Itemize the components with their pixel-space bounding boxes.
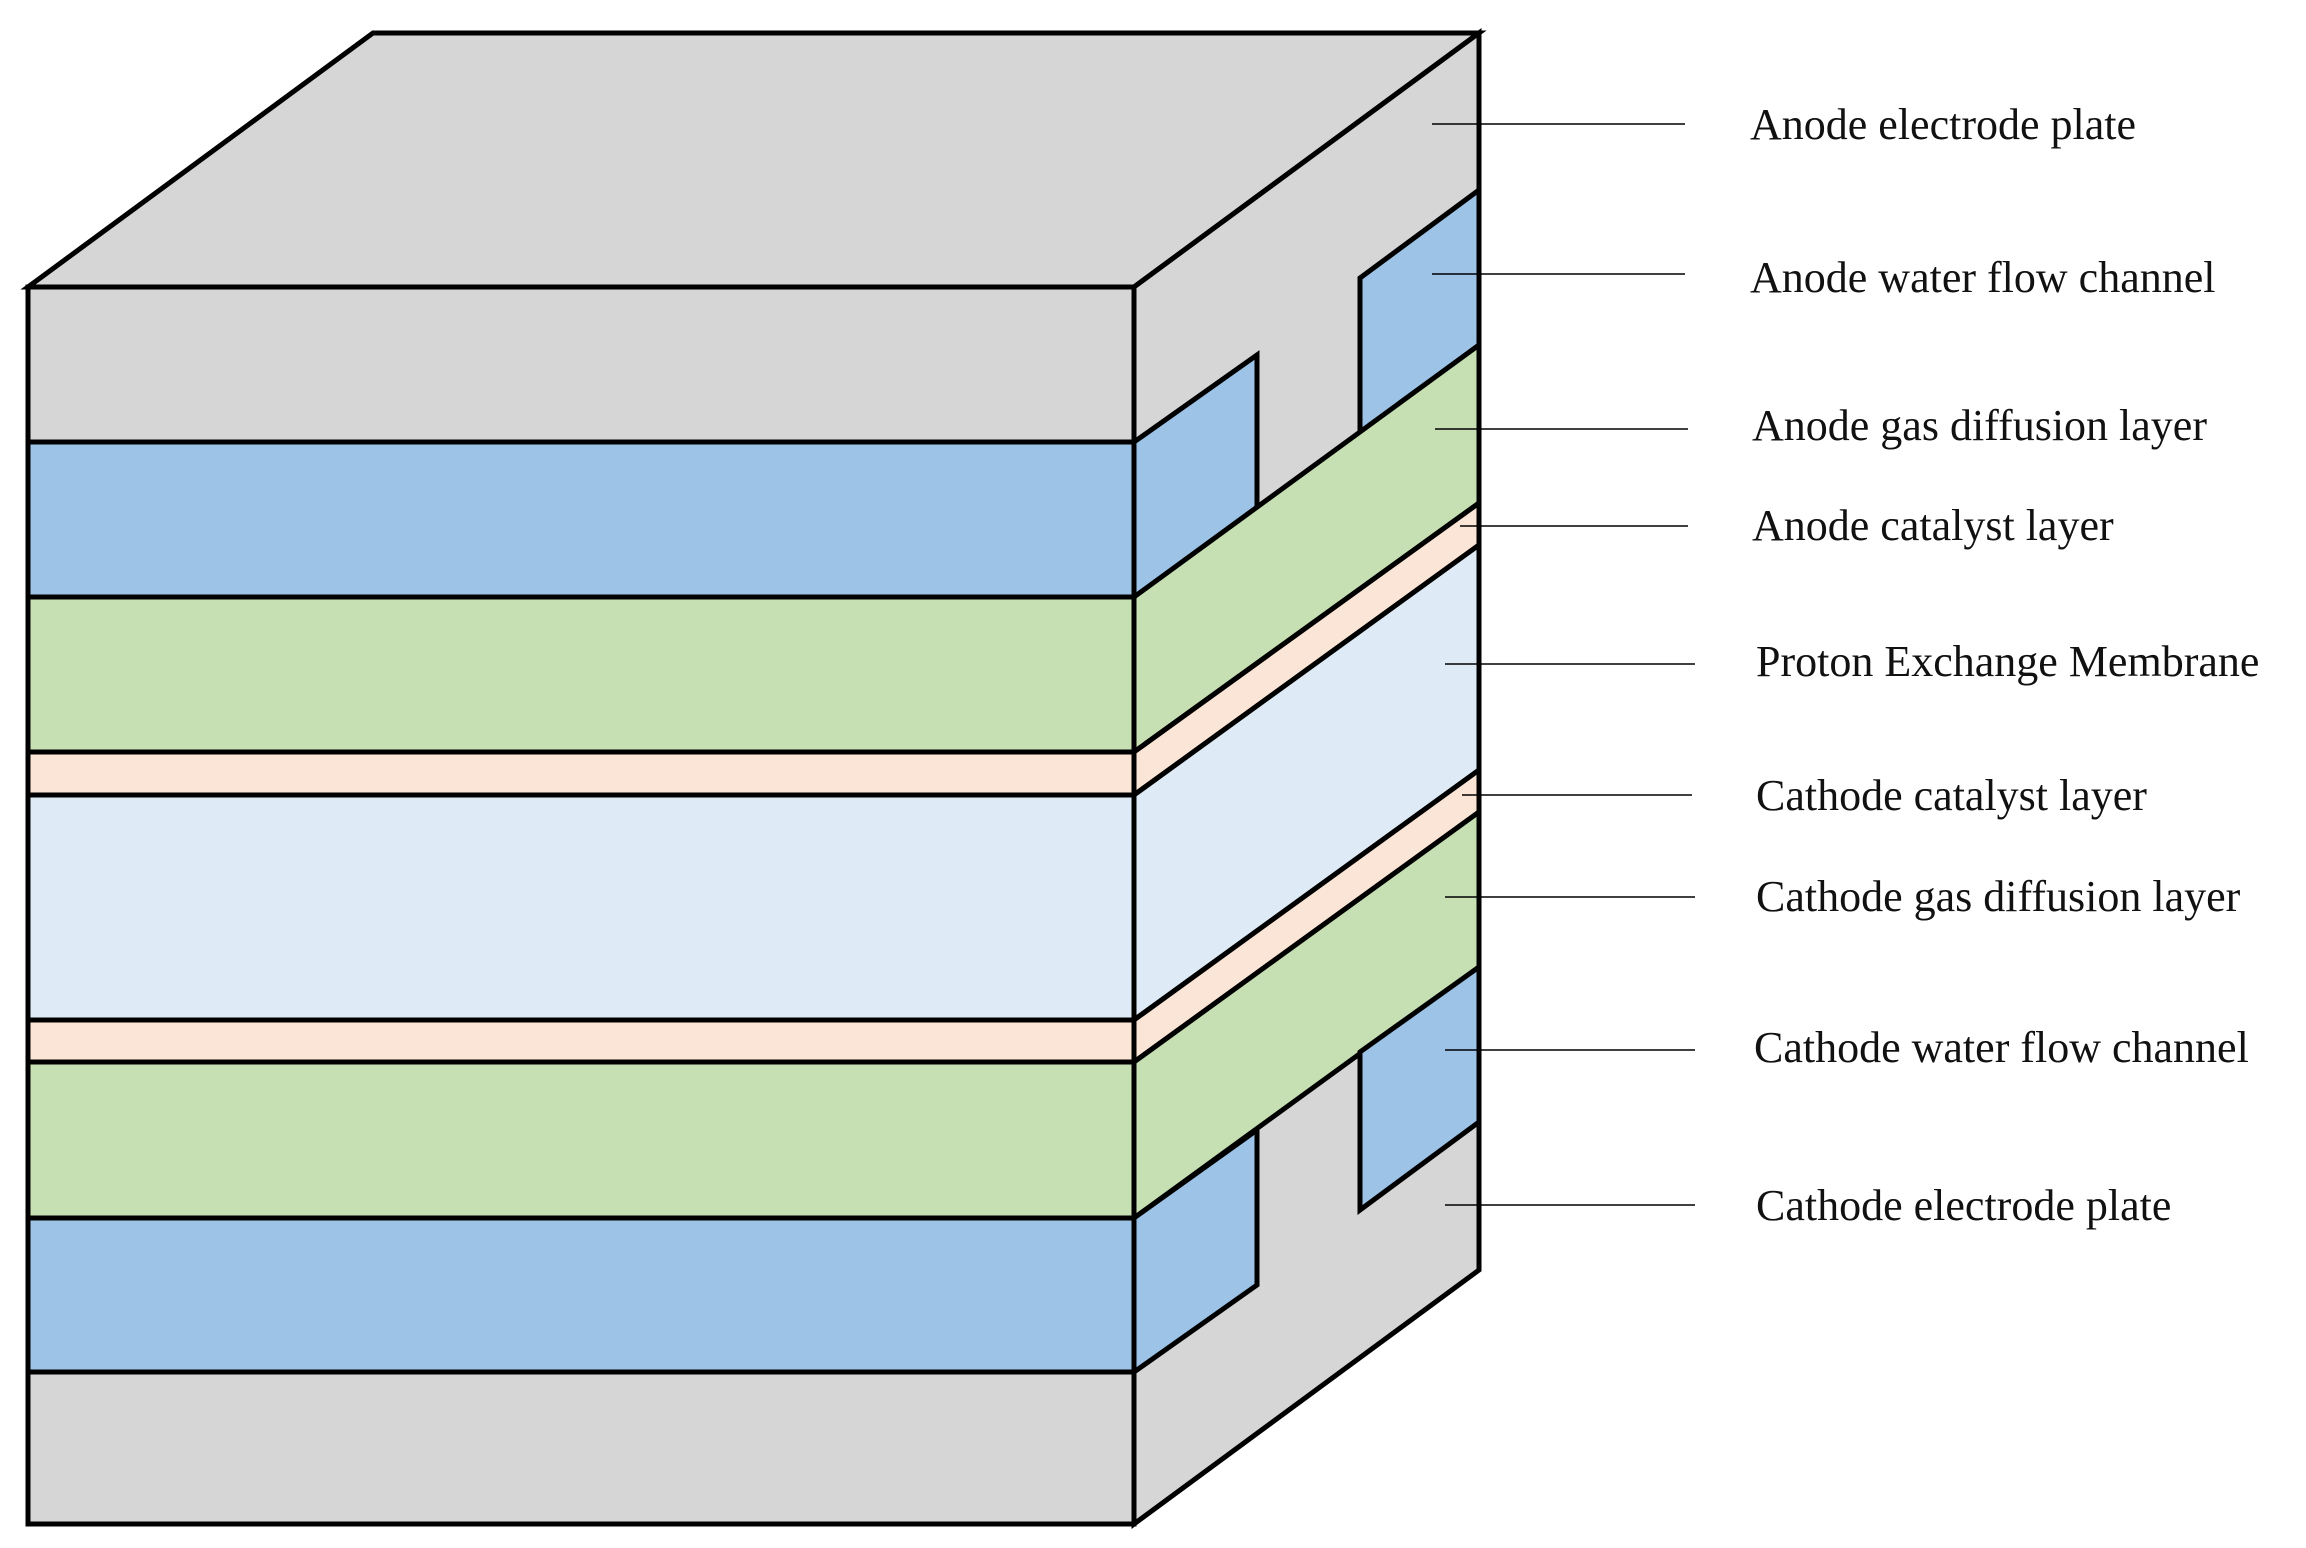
label-anode-water-flow-channel: Anode water flow channel xyxy=(1750,253,2215,302)
front-anode-catalyst-layer xyxy=(25,749,1137,798)
side-cathode-channel-back xyxy=(1357,962,1482,1215)
label-anode-gas-diffusion-layer: Anode gas diffusion layer xyxy=(1752,401,2207,450)
front-anode-water-flow-channel xyxy=(25,439,1137,600)
front-cathode-water-flow-channel xyxy=(25,1215,1137,1375)
front-proton-exchange-membrane xyxy=(25,792,1137,1023)
front-cathode-gas-diffusion-layer xyxy=(25,1059,1137,1221)
label-cathode-electrode-plate: Cathode electrode plate xyxy=(1756,1181,2171,1230)
front-anode-gas-diffusion-layer xyxy=(25,594,1137,755)
label-cathode-water-flow-channel: Cathode water flow channel xyxy=(1754,1023,2249,1072)
label-anode-catalyst-layer: Anode catalyst layer xyxy=(1752,501,2114,550)
front-anode-electrode-plate xyxy=(25,284,1137,445)
label-cathode-gas-diffusion-layer: Cathode gas diffusion layer xyxy=(1756,872,2241,921)
label-proton-exchange-membrane: Proton Exchange Membrane xyxy=(1756,637,2259,686)
label-anode-electrode-plate: Anode electrode plate xyxy=(1750,100,2136,149)
label-cathode-catalyst-layer: Cathode catalyst layer xyxy=(1756,771,2147,820)
front-cathode-catalyst-layer xyxy=(25,1017,1137,1065)
front-cathode-electrode-plate xyxy=(25,1369,1137,1527)
